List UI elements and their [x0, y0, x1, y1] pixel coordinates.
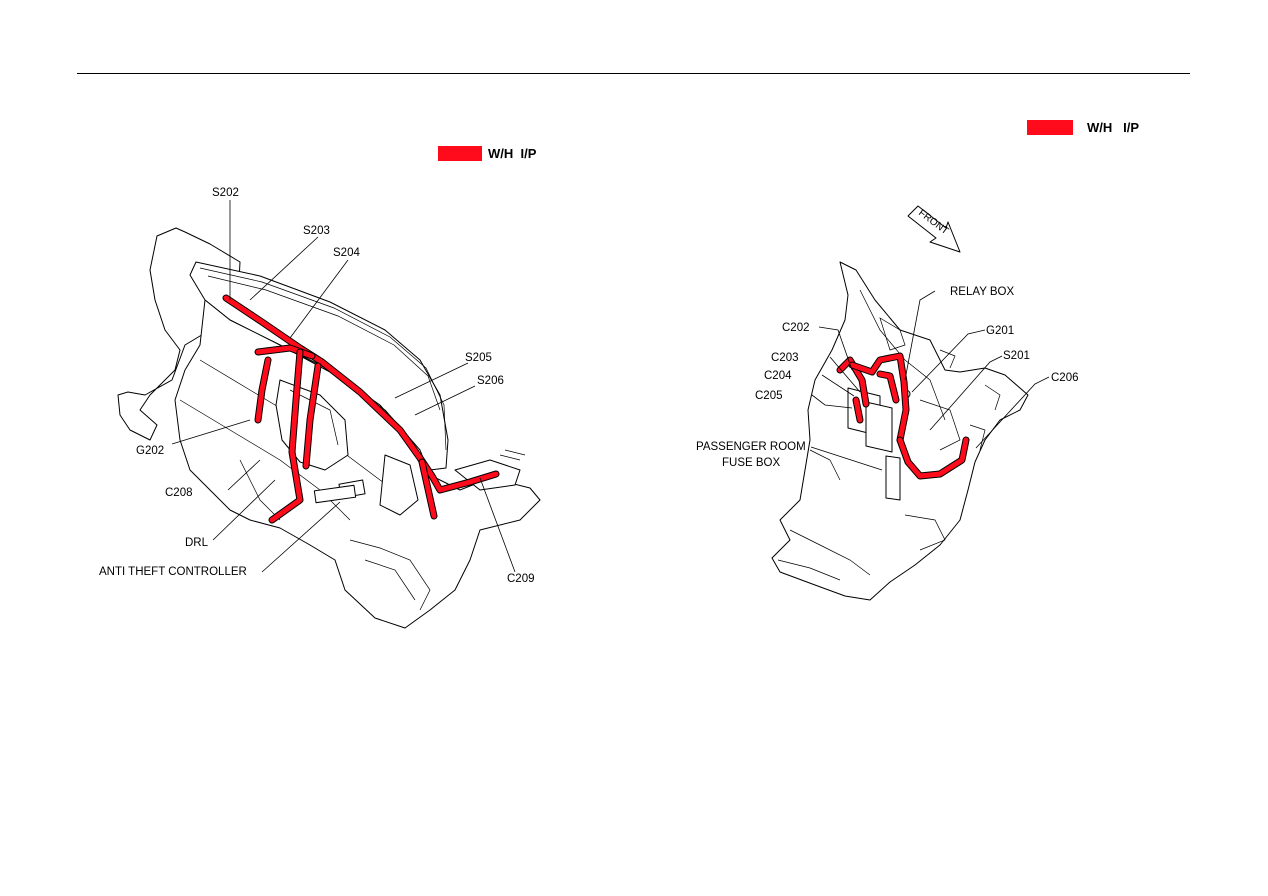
left-harness — [222, 294, 500, 524]
fuse-box-shape — [865, 401, 893, 453]
label-s202: S202 — [212, 187, 239, 199]
legend-label-right: W/H I/P — [1087, 120, 1139, 135]
legend-swatch-left — [438, 146, 482, 161]
right-harness — [836, 352, 970, 480]
label-c209: C209 — [507, 573, 535, 585]
legend-right: W/H I/P — [1027, 120, 1139, 135]
label-s203: S203 — [303, 225, 330, 237]
legend-left: W/H I/P — [438, 146, 536, 161]
header-rule — [77, 73, 1190, 74]
legend-swatch-right — [1027, 120, 1073, 135]
label-s206: S206 — [477, 375, 504, 387]
front-arrow: FRONT — [907, 205, 961, 253]
label-g201: G201 — [986, 325, 1014, 337]
label-c204: C204 — [764, 370, 792, 382]
label-c202: C202 — [782, 322, 810, 334]
front-arrow-icon — [907, 205, 961, 253]
label-fuse-box-line2: FUSE BOX — [722, 457, 780, 469]
label-s201: S201 — [1003, 350, 1030, 362]
legend-label-left: W/H I/P — [488, 146, 537, 161]
left-leaders — [171, 200, 516, 573]
label-drl: DRL — [185, 537, 209, 549]
label-anti-theft-controller: ANTI THEFT CONTROLLER — [99, 566, 247, 578]
label-g202: G202 — [136, 445, 164, 457]
right-leaders — [810, 290, 1050, 471]
label-c205: C205 — [755, 390, 783, 402]
label-c203: C203 — [771, 352, 799, 364]
label-fuse-box-line1: PASSENGER ROOM — [696, 441, 806, 453]
label-c208: C208 — [165, 487, 193, 499]
label-s204: S204 — [333, 247, 360, 259]
label-c206: C206 — [1051, 372, 1079, 384]
label-relay-box: RELAY BOX — [950, 286, 1014, 298]
label-s205: S205 — [465, 352, 492, 364]
